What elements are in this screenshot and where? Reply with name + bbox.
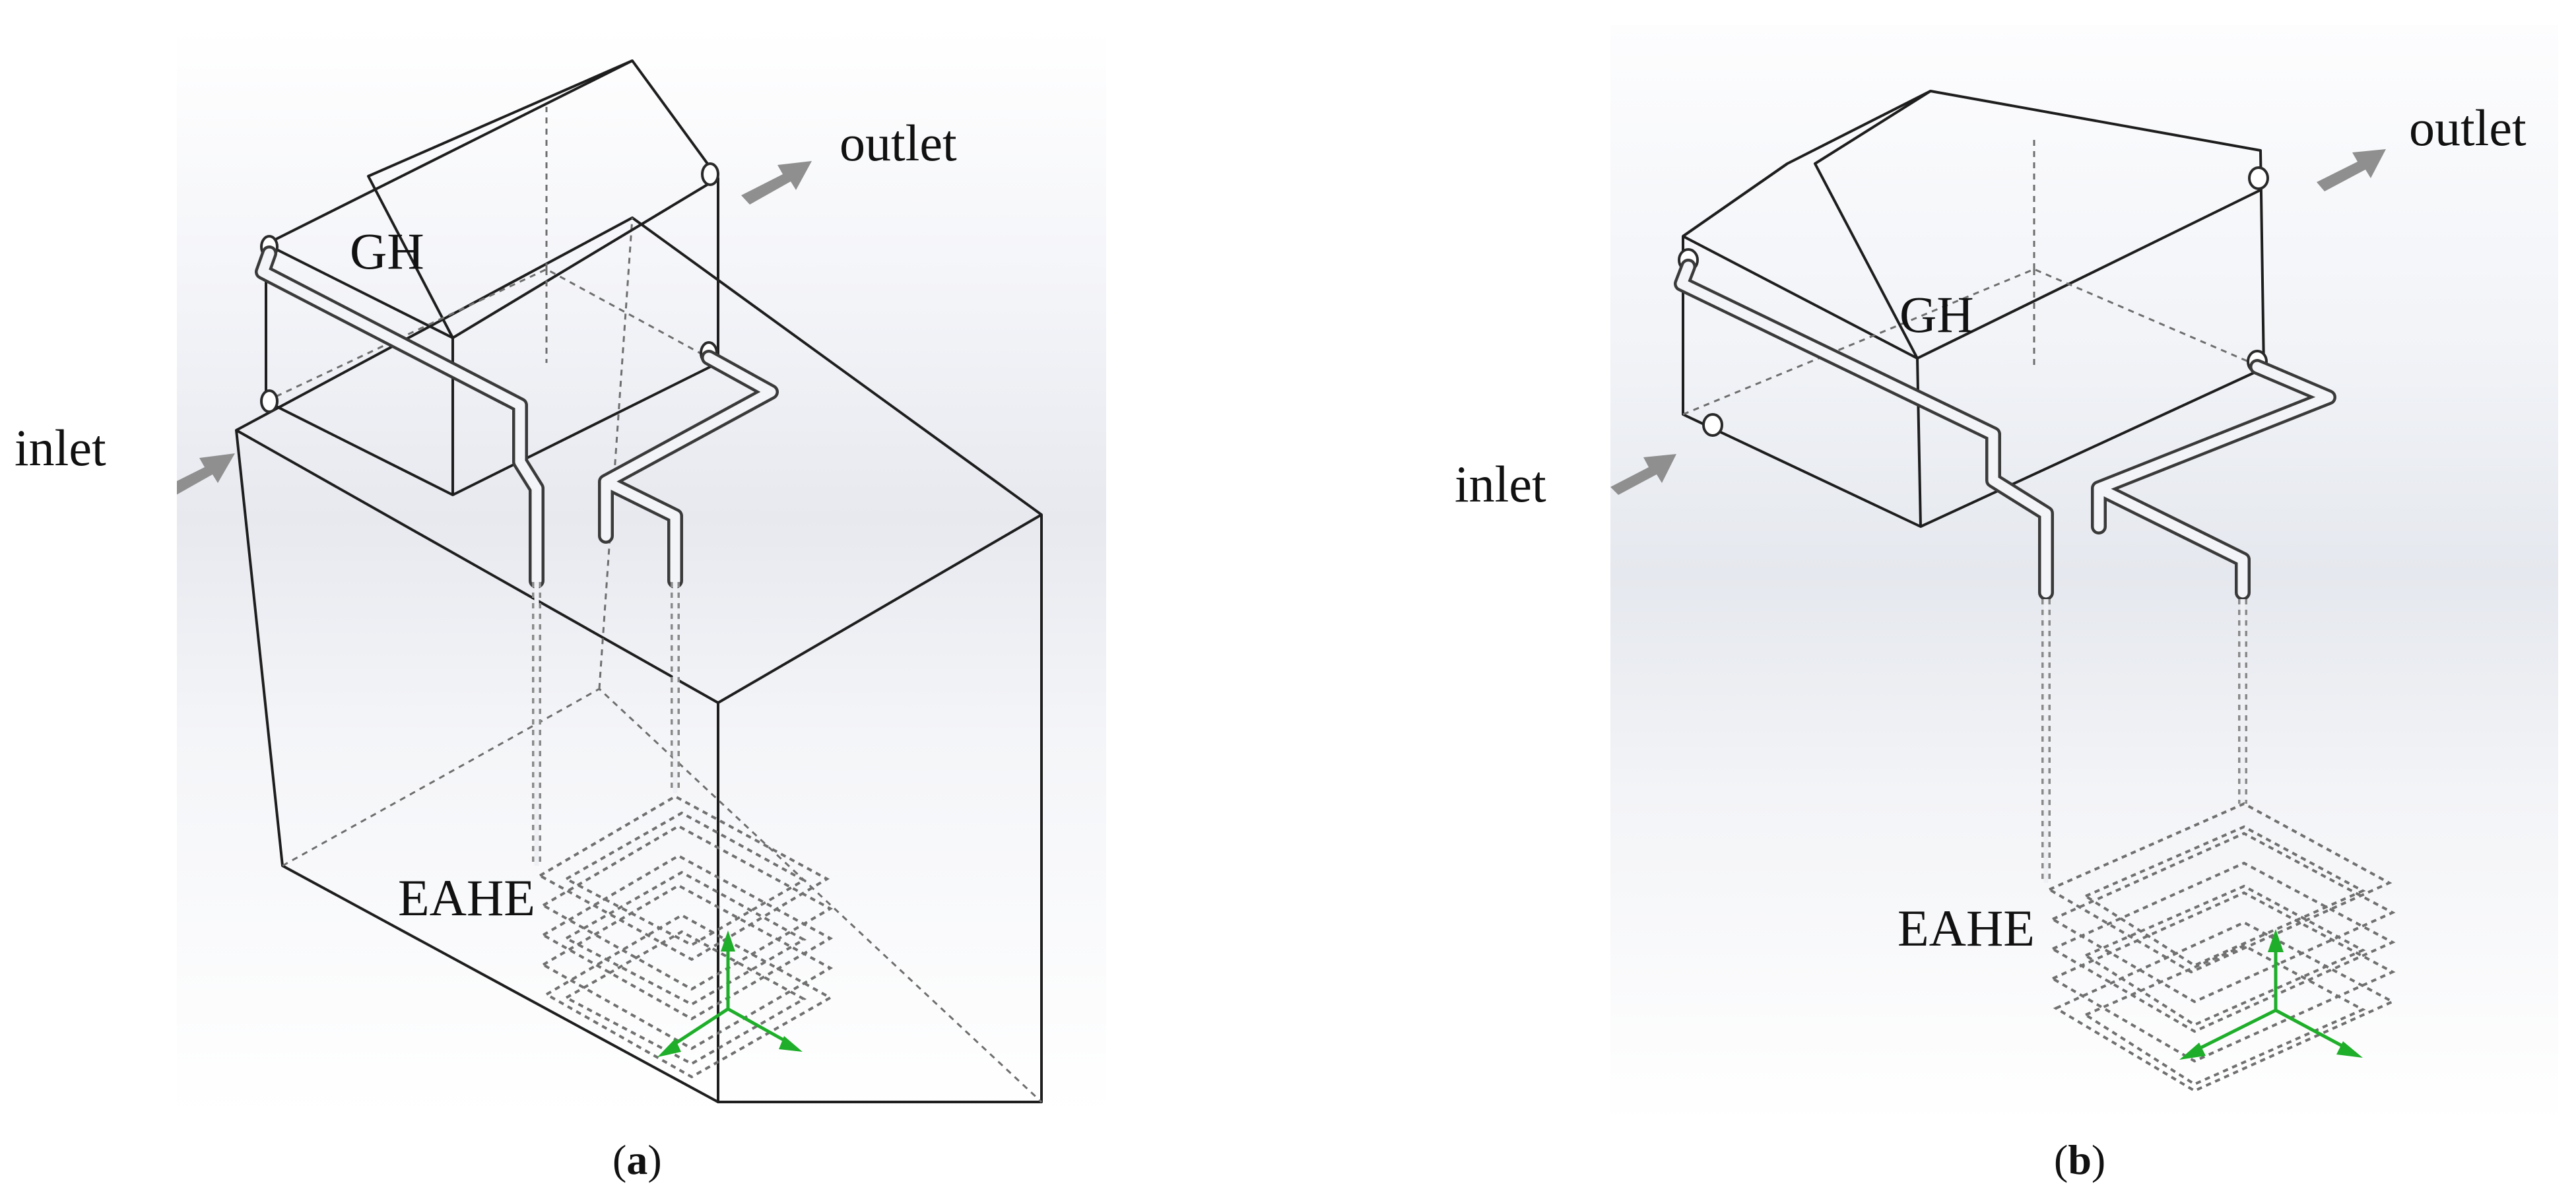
caption-a-letter: a bbox=[626, 1136, 648, 1183]
greenhouse-label: GH bbox=[350, 222, 424, 280]
panel-b-drawing bbox=[1610, 90, 2396, 1093]
soil-box-left-edge bbox=[235, 430, 719, 1103]
outlet-arrow-icon bbox=[2317, 149, 2386, 191]
greenhouse-port bbox=[260, 389, 279, 413]
eahe-coil bbox=[2046, 802, 2396, 1093]
xyz-axis-triad-icon bbox=[2179, 929, 2363, 1060]
outlet-label-a: outlet bbox=[840, 114, 957, 172]
caption-b: (b) bbox=[2054, 1136, 2106, 1183]
greenhouse-port bbox=[701, 162, 719, 186]
greenhouse-label: GH bbox=[1899, 286, 1974, 343]
outlet-arrow-icon bbox=[741, 161, 812, 205]
soil-box-outline bbox=[235, 216, 1043, 1103]
eahe-coil bbox=[537, 794, 834, 1079]
air-pipe bbox=[255, 245, 545, 589]
buried-pipe bbox=[532, 582, 680, 866]
greenhouse-hidden-edges bbox=[1682, 136, 2264, 416]
caption-a: (a) bbox=[612, 1136, 662, 1183]
inlet-label-b: inlet bbox=[1455, 455, 1546, 513]
panel-b-viewport: GH EAHE bbox=[1610, 25, 2558, 1124]
xyz-axis-triad-icon bbox=[657, 930, 803, 1057]
greenhouse-port bbox=[2248, 166, 2269, 190]
panel-a-drawing bbox=[177, 59, 1043, 1103]
inlet-arrow-icon bbox=[1610, 454, 1676, 495]
caption-b-letter: b bbox=[2068, 1136, 2092, 1183]
eahe-label: EAHE bbox=[1898, 899, 2035, 957]
soil-box-hidden-edges bbox=[282, 217, 1043, 1103]
inlet-label-a: inlet bbox=[15, 419, 106, 476]
panel-a-viewport: GH EAHE bbox=[177, 28, 1106, 1116]
inlet-arrow-icon bbox=[177, 453, 235, 495]
greenhouse-outline bbox=[1682, 90, 2265, 528]
greenhouse-hidden-edges bbox=[265, 107, 719, 403]
eahe-label: EAHE bbox=[398, 869, 535, 926]
greenhouse-port bbox=[1702, 413, 1723, 437]
outlet-label-b: outlet bbox=[2409, 99, 2526, 156]
